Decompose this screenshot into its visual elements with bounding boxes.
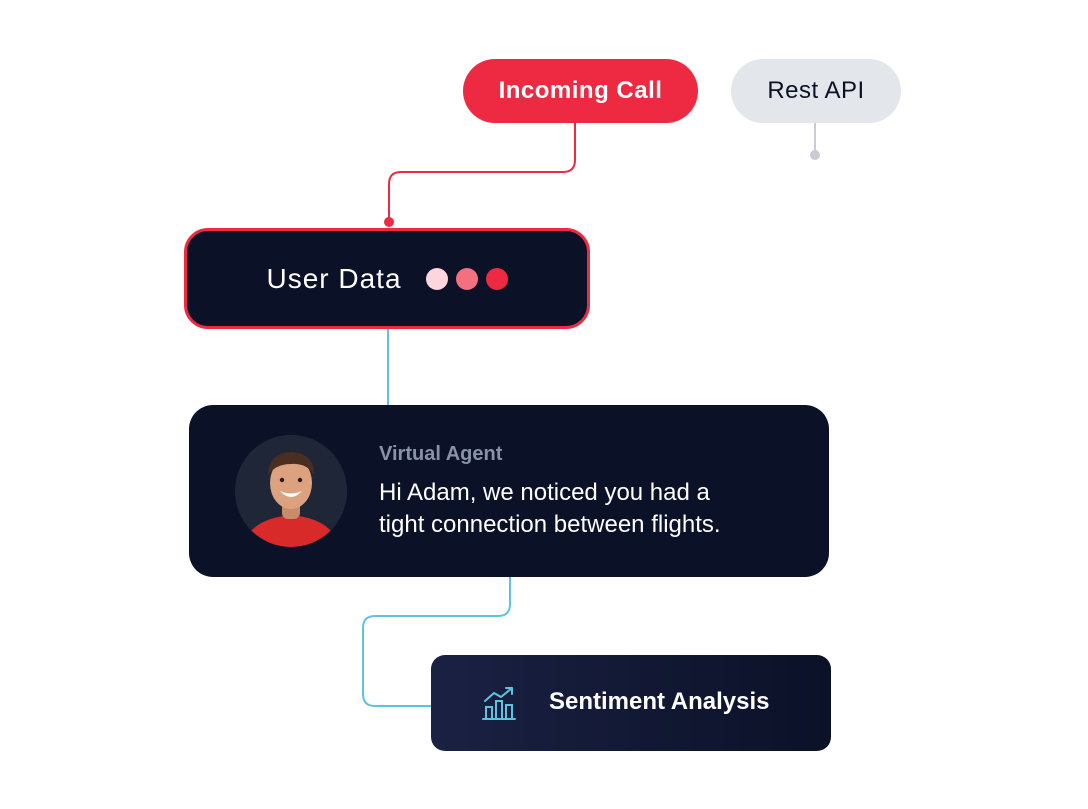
connector-node-dot-gray [810, 150, 820, 160]
chart-growth-icon [482, 687, 516, 720]
user-data-node: User Data [184, 228, 590, 329]
connector-incoming-to-user [388, 123, 576, 222]
sentiment-analysis-node: Sentiment Analysis [431, 655, 831, 751]
incoming-call-pill: Incoming Call [463, 59, 698, 123]
agent-message-line-2: tight connection between flights. [379, 511, 721, 538]
user-data-label: User Data [266, 262, 402, 294]
rest-api-pill: Rest API [731, 59, 901, 123]
agent-message: Hi Adam, we noticed you had a tight conn… [379, 477, 799, 541]
rest-api-label: Rest API [767, 77, 865, 104]
loading-dot-3 [485, 267, 508, 290]
loading-dot-2 [455, 267, 478, 290]
user-avatar [235, 435, 347, 547]
avatar-illustration [235, 435, 347, 547]
agent-message-line-1: Hi Adam, we noticed you had a [379, 479, 710, 506]
connector-node-dot-red [384, 217, 394, 227]
sentiment-analysis-label: Sentiment Analysis [549, 688, 770, 715]
loading-dot-1 [425, 267, 448, 290]
virtual-agent-card: Virtual Agent Hi Adam, we noticed you ha… [189, 405, 829, 577]
agent-name: Virtual Agent [379, 443, 503, 465]
loading-dots [425, 267, 508, 290]
incoming-call-label: Incoming Call [498, 77, 663, 104]
